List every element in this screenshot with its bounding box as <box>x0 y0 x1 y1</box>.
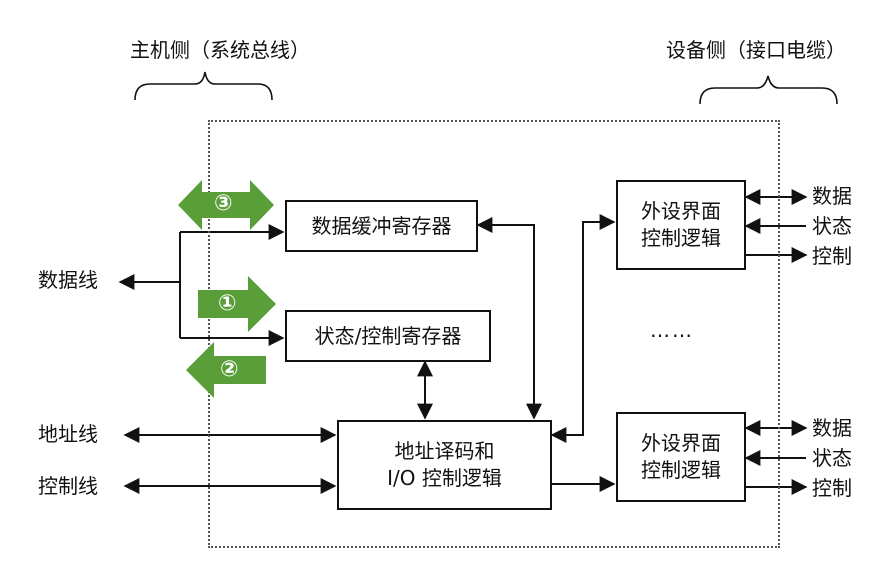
address-line-label: 地址线 <box>38 422 98 446</box>
device-side-label: 设备侧（接口电缆） <box>666 38 846 62</box>
data-buffer-register-text: 数据缓冲寄存器 <box>311 213 452 238</box>
data-buffer-register: 数据缓冲寄存器 <box>285 200 478 252</box>
interface-frame <box>208 120 780 548</box>
top-device-data-label: 数据 <box>812 184 852 208</box>
device-interface-bottom-text-line1: 外设界面 <box>641 431 721 455</box>
decode-to-top-device-line <box>550 214 616 443</box>
device-interface-bottom-text-line2: 控制逻辑 <box>641 458 721 482</box>
device-interface-logic-top: 外设界面 控制逻辑 <box>616 180 746 270</box>
step-3-double-arrow <box>178 180 274 230</box>
top-device-status-label: 状态 <box>812 214 852 238</box>
data-buffer-to-decode-line <box>476 217 542 420</box>
step-2-label: ② <box>220 357 239 382</box>
address-decode-text-line1: 地址译码和 <box>394 439 495 463</box>
more-devices-ellipsis: …… <box>650 318 694 342</box>
bottom-device-control-label: 控制 <box>812 476 852 500</box>
device-side-brace <box>699 75 838 105</box>
address-decode-io-control-logic: 地址译码和 I/O 控制逻辑 <box>337 420 552 510</box>
device-interface-logic-bottom: 外设界面 控制逻辑 <box>616 412 746 502</box>
bottom-device-status-label: 状态 <box>812 446 852 470</box>
device-interface-top-text-line2: 控制逻辑 <box>641 226 721 250</box>
step-1-label: ① <box>218 291 237 316</box>
top-device-control-label: 控制 <box>812 244 852 268</box>
status-control-register: 状态/控制寄存器 <box>285 310 491 362</box>
host-side-brace <box>134 71 273 101</box>
device-interface-top-text-line1: 外设界面 <box>641 199 721 223</box>
host-side-label: 主机侧（系统总线） <box>130 38 310 62</box>
step-1-right-arrow <box>198 276 276 332</box>
control-line-label: 控制线 <box>38 474 98 498</box>
status-control-register-text: 状态/控制寄存器 <box>314 323 462 348</box>
bottom-device-data-label: 数据 <box>812 416 852 440</box>
data-line-label: 数据线 <box>38 268 98 292</box>
step-3-label: ③ <box>214 191 233 216</box>
step-2-left-arrow <box>186 342 266 398</box>
address-decode-text-line2: I/O 控制逻辑 <box>387 466 502 490</box>
